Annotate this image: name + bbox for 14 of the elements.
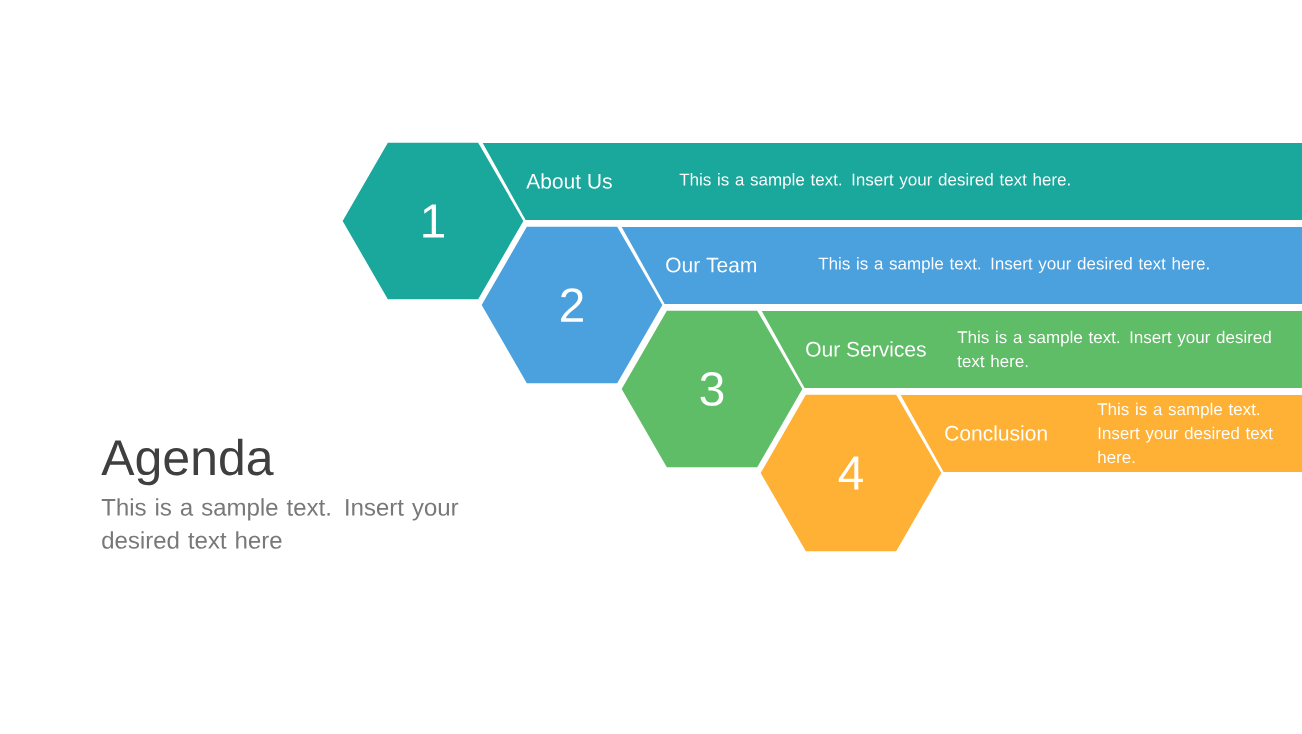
number-hexagon: 2 [479,224,665,386]
node-label: About Us [526,173,612,189]
number-hexagon: 4 [758,392,944,554]
number-hexagon: 3 [619,308,805,470]
node-label: This is a sample text. Insert your desired text here. [957,330,1271,368]
node-label: This is a sample text. Insert your desired text here. [1097,402,1273,464]
node-label: Conclusion [945,425,1047,441]
number-hexagon: 1 [340,140,526,302]
subtitle: This is a sample text. Insert your desired text here [101,498,459,549]
node-label: This is a sample text. Insert your desired text here. [679,173,1070,189]
title: Agenda [101,438,274,486]
node-label: Our Services [806,341,926,357]
node-label: This is a sample text. Insert your desired text here. [818,257,1209,273]
node-label: Our Team [666,257,757,273]
